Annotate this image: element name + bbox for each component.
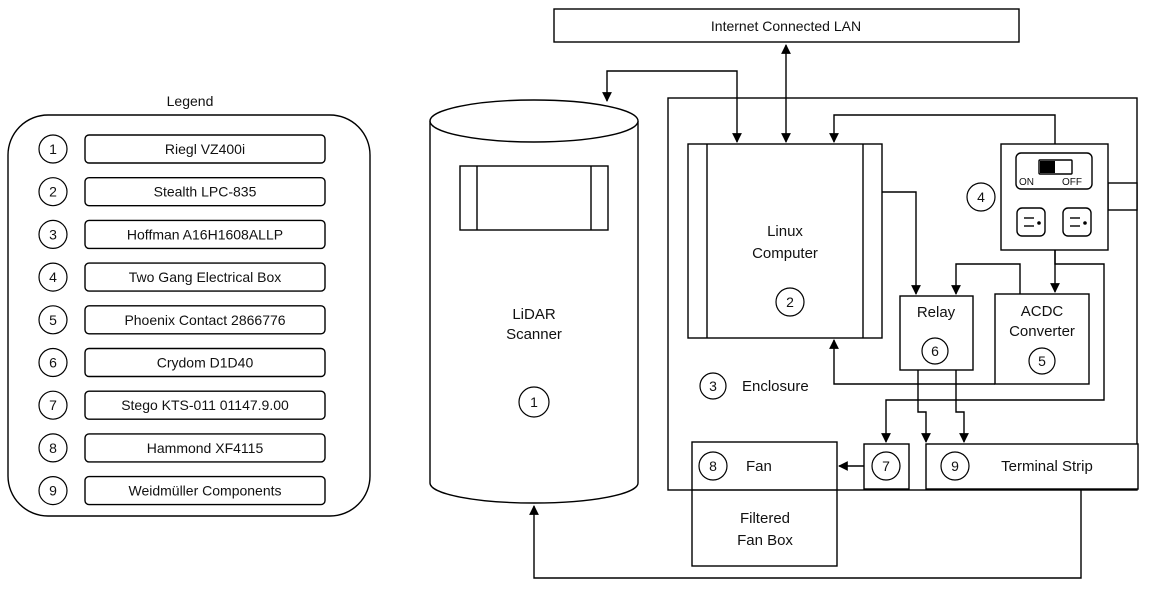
legend-item: 4 Two Gang Electrical Box (38, 262, 326, 292)
legend-number: 4 (49, 269, 57, 285)
switch-on-label: ON (1019, 177, 1034, 188)
legend-item: 9 Weidmüller Components (38, 475, 326, 506)
legend-number: 3 (49, 226, 57, 242)
legend-number: 9 (49, 483, 57, 499)
toggle-knob (1040, 161, 1055, 173)
legend-number: 8 (49, 440, 57, 456)
legend-item: 6 Crydom D1D40 (38, 347, 326, 378)
scanner-label-line2: Scanner (506, 326, 562, 343)
legend-label: Phoenix Contact 2866776 (124, 312, 285, 328)
fan-number: 8 (709, 458, 717, 474)
fan-box-label-line2: Fan Box (737, 532, 793, 549)
legend-label: Hammond XF4115 (147, 440, 264, 456)
legend-label-box (84, 475, 326, 506)
legend-item: 7 Stego KTS-011 01147.9.00 (38, 390, 326, 420)
scanner-label-line1: LiDAR (512, 306, 556, 323)
outlet-left-icon (1016, 207, 1046, 237)
legend-label: Crydom D1D40 (157, 355, 254, 371)
electrical-box-number-badge (966, 182, 996, 212)
fan-number-badge (698, 451, 728, 481)
legend-number: 6 (49, 355, 57, 371)
enclosure-number-badge (699, 372, 727, 400)
legend-label-box (84, 262, 326, 292)
legend-label: Stego KTS-011 01147.9.00 (121, 397, 289, 413)
legend-title: Legend (167, 93, 214, 109)
enclosure: 3 Enclosure (667, 97, 1138, 491)
enclosure-number: 3 (709, 378, 717, 394)
legend-label: Stealth LPC-835 (154, 184, 257, 200)
converter-label-line1: ACDC (1021, 303, 1064, 320)
enclosure-side-vent (1107, 182, 1138, 211)
legend-number: 1 (49, 141, 57, 157)
acdc-converter: ACDC Converter 5 (994, 293, 1090, 385)
legend-item: 5 Phoenix Contact 2866776 (38, 305, 326, 335)
legend-item: 1 Riegl VZ400i (38, 134, 326, 164)
computer-label-line1: Linux (767, 223, 803, 240)
legend-label-box (84, 433, 326, 463)
legend-number-badge (38, 433, 68, 463)
enclosure-label: Enclosure (742, 378, 809, 395)
legend-number-badge (38, 262, 68, 292)
legend-item: 8 Hammond XF4115 (38, 433, 326, 463)
relay: Relay 6 (899, 295, 974, 371)
electrical-box-number: 4 (977, 189, 985, 205)
filtered-fan-box: 8 Fan Filtered Fan Box (691, 441, 838, 567)
legend-label: Weidmüller Components (128, 483, 281, 499)
legend-number-badge (38, 134, 68, 164)
relay-number-badge (921, 337, 949, 365)
terminal-strip: 9 Terminal Strip (925, 443, 1139, 490)
computer-number: 2 (786, 294, 794, 310)
fan-label: Fan (746, 458, 772, 475)
legend-label: Hoffman A16H1608ALLP (127, 226, 283, 242)
legend-number-badge (38, 305, 68, 335)
terminal-strip-label: Terminal Strip (1001, 458, 1093, 475)
legend-label-box (84, 134, 326, 164)
thermostat: 7 (863, 443, 910, 490)
legend-label-box (84, 176, 326, 207)
lan-label: Internet Connected LAN (711, 18, 861, 34)
terminal-strip-number-badge (940, 451, 970, 481)
terminal-strip-number: 9 (951, 458, 959, 474)
legend-number-badge (38, 390, 68, 420)
converter-number-badge (1028, 347, 1056, 375)
linux-computer: Linux Computer 2 (687, 143, 883, 339)
legend-number-badge (38, 177, 68, 207)
scanner-number-badge (518, 386, 550, 418)
lan-box: Internet Connected LAN (553, 8, 1020, 43)
scanner-number: 1 (530, 394, 538, 410)
legend-number-badge (38, 219, 68, 249)
connectors (529, 44, 1105, 579)
outlet-right-icon (1062, 207, 1092, 237)
legend-label: Riegl VZ400i (165, 141, 245, 157)
converter-number: 5 (1038, 353, 1046, 369)
electrical-box: ON OFF (1000, 143, 1109, 251)
legend-number: 2 (49, 184, 57, 200)
legend-label-box (84, 347, 326, 378)
legend-label-box (84, 219, 326, 250)
legend-item: 3 Hoffman A16H1608ALLP (38, 219, 326, 250)
scanner-window (459, 165, 609, 231)
converter-label-line2: Converter (1009, 323, 1075, 340)
legend-label-box (84, 305, 326, 335)
legend-item: 2 Stealth LPC-835 (38, 176, 326, 207)
thermostat-number-badge (871, 451, 901, 481)
switch-off-label: OFF (1062, 177, 1082, 188)
relay-number: 6 (931, 343, 939, 359)
legend-label-box (84, 390, 326, 420)
fan-box-label-line1: Filtered (740, 510, 790, 527)
relay-label: Relay (917, 304, 956, 321)
computer-label-line2: Computer (752, 245, 818, 262)
legend-number-badge (38, 476, 68, 506)
legend-rows: 1 Riegl VZ400i 2 Stealth LPC-835 3 Hoffman A1… (38, 134, 326, 506)
legend-number: 7 (49, 397, 57, 413)
thermostat-number: 7 (882, 458, 890, 474)
computer-number-badge (775, 287, 805, 317)
lidar-scanner: LiDAR Scanner 1 (429, 99, 639, 504)
legend-number-badge (38, 347, 68, 378)
legend-label: Two Gang Electrical Box (129, 269, 282, 285)
legend-number: 5 (49, 312, 57, 328)
legend: Legend 1 Riegl VZ400i 2 Stealth LPC-835 3 Hof… (7, 93, 371, 517)
